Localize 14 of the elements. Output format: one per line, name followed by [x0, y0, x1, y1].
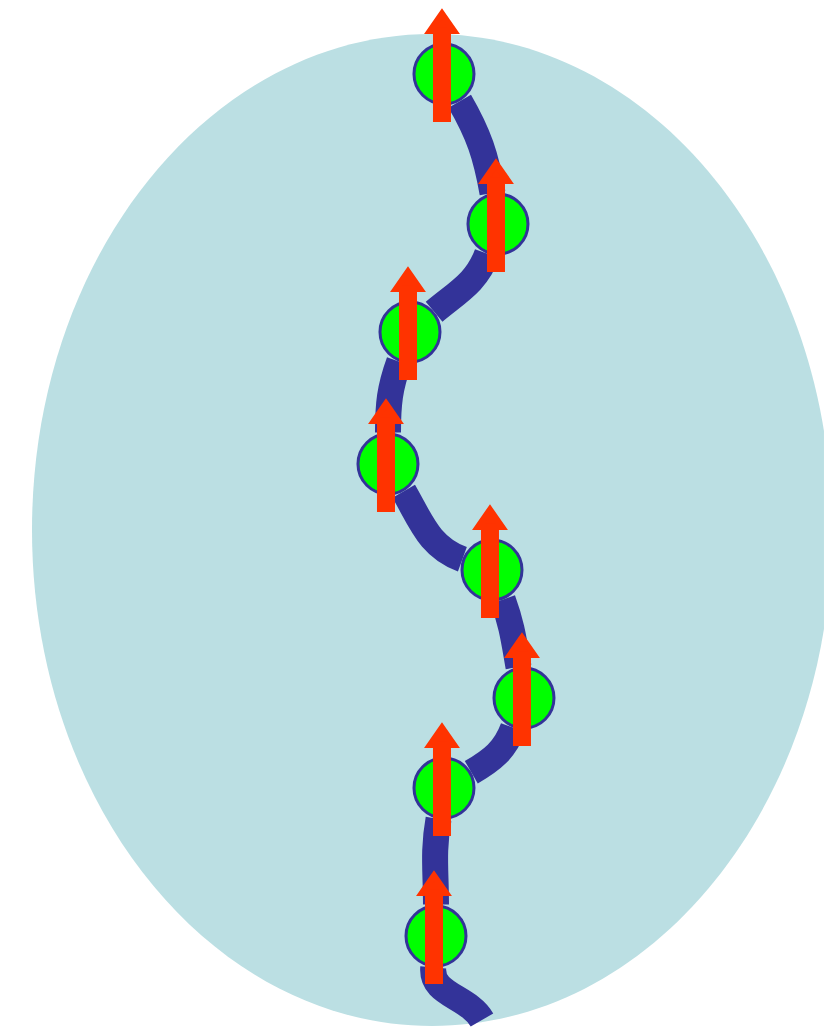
bead-circle — [460, 538, 524, 602]
chain-segment — [375, 357, 412, 433]
chain-segment — [392, 484, 468, 572]
bead-circle — [412, 42, 476, 106]
bead-circle — [466, 192, 530, 256]
bead-circle — [404, 904, 468, 968]
ellipse-background — [32, 34, 824, 1026]
bead-circle — [492, 666, 556, 730]
chain-segment — [490, 595, 532, 670]
bead-circle — [378, 300, 442, 364]
chain-segment — [422, 817, 452, 905]
bead-circle — [356, 432, 420, 496]
chain-segment — [420, 967, 493, 1028]
bead-circle — [412, 756, 476, 820]
